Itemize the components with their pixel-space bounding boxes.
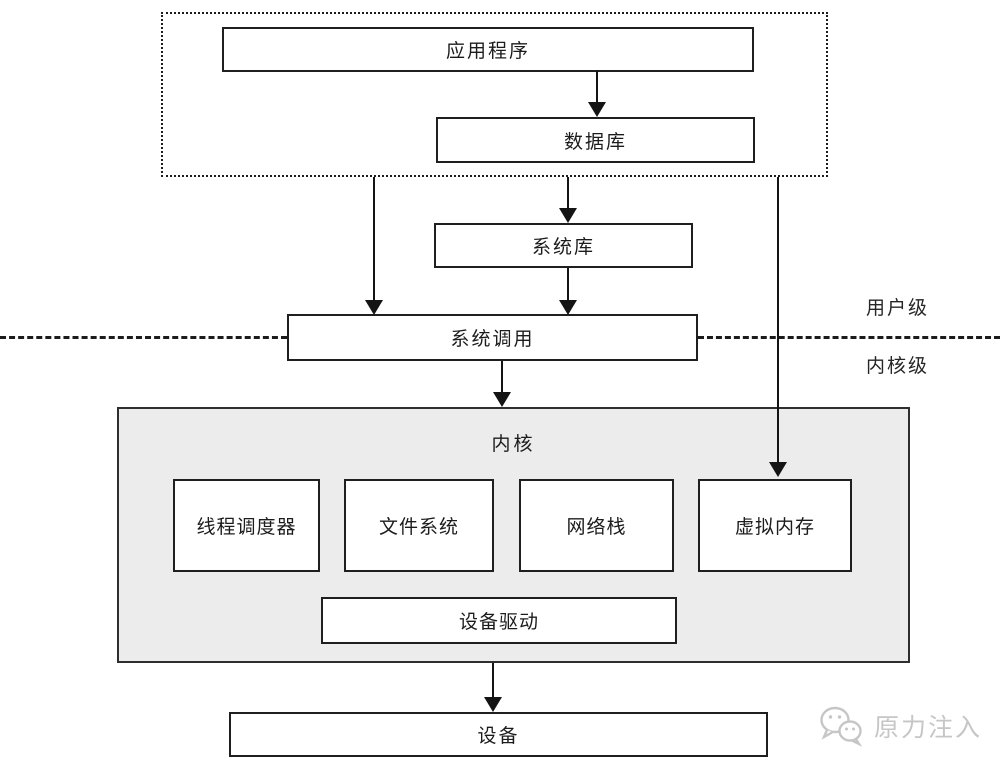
arrow-shaft <box>567 268 569 302</box>
user-space-group <box>161 12 828 177</box>
wechat-bubbles-icon <box>820 706 863 747</box>
arrow-application-to-database <box>588 71 606 117</box>
user-level-label: 用户级 <box>866 298 930 319</box>
user-kernel-divider-left <box>0 336 287 339</box>
device-driver-box: 设备驱动 <box>321 597 677 644</box>
module-thread-scheduler-box: 线程调度器 <box>173 479 320 572</box>
database-box: 数据库 <box>436 117 755 163</box>
arrow-system-call-to-kernel <box>493 361 511 407</box>
thread-scheduler-label: 线程调度器 <box>196 517 297 538</box>
arrow-userspace-to-virtual-memory <box>769 177 787 477</box>
arrow-shaft <box>596 71 598 104</box>
file-system-label: 文件系统 <box>378 517 459 538</box>
arrow-userspace-to-system-library <box>559 177 577 223</box>
device-box: 设备 <box>229 712 768 757</box>
application-label: 应用程序 <box>445 41 530 62</box>
watermark: 原力注入 <box>818 704 982 748</box>
system-library-box: 系统库 <box>434 223 693 268</box>
arrow-shaft <box>501 361 503 394</box>
arrow-head <box>559 300 577 315</box>
arrow-shaft <box>567 177 569 210</box>
system-call-label: 系统调用 <box>450 329 535 350</box>
watermark-label: 原力注入 <box>874 714 983 742</box>
kernel-box: 内核 线程调度器 文件系统 网络栈 虚拟内存 设备驱动 <box>117 407 910 663</box>
arrow-shaft <box>777 177 779 464</box>
arrow-shaft <box>373 177 375 302</box>
device-label: 设备 <box>477 726 520 747</box>
module-virtual-memory-box: 虚拟内存 <box>698 479 852 572</box>
arrow-head <box>588 102 606 117</box>
network-stack-label: 网络栈 <box>566 517 627 538</box>
module-network-stack-box: 网络栈 <box>519 479 674 572</box>
user-kernel-divider-right <box>698 336 1000 339</box>
virtual-memory-label: 虚拟内存 <box>734 517 815 538</box>
kernel-level-label: 内核级 <box>866 356 930 377</box>
kernel-title: 内核 <box>491 434 536 455</box>
application-box: 应用程序 <box>222 27 754 72</box>
arrow-head <box>493 392 511 407</box>
database-label: 数据库 <box>563 131 627 153</box>
arrow-head <box>484 697 502 712</box>
system-call-box: 系统调用 <box>287 314 698 361</box>
arrow-head <box>365 300 383 315</box>
system-library-label: 系统库 <box>531 237 595 258</box>
arrow-kernel-to-device <box>484 663 502 712</box>
arrow-userspace-to-system-call <box>365 177 383 315</box>
arrow-head <box>559 208 577 223</box>
arrow-head <box>769 462 787 477</box>
arrow-shaft <box>492 663 494 699</box>
device-driver-label: 设备驱动 <box>458 612 539 633</box>
module-file-system-box: 文件系统 <box>344 479 494 572</box>
arrow-system-library-to-system-call <box>559 268 577 315</box>
